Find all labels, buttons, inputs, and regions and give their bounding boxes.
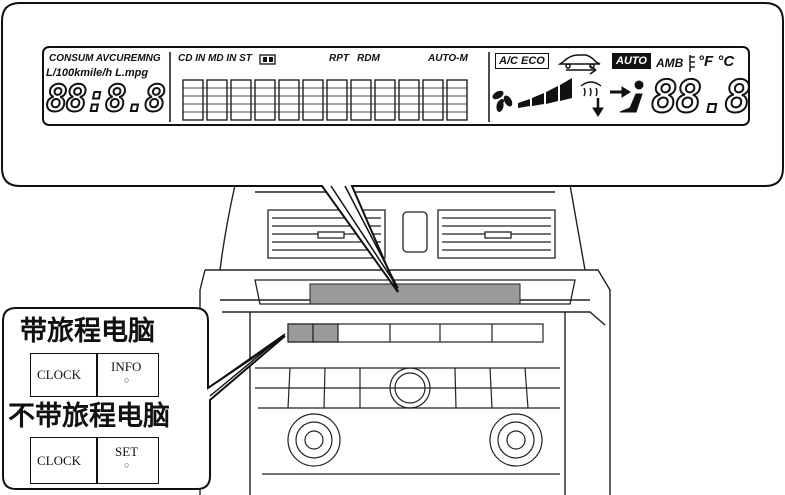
clock-button-top-label: CLOCK — [37, 367, 82, 382]
right-vent — [437, 209, 556, 259]
console-outline — [199, 184, 611, 495]
clock-button-bottom: CLOCK — [30, 437, 98, 484]
tape-icon — [259, 54, 276, 65]
fan-speed-bar-icon — [518, 78, 572, 108]
set-button-dot-icon: ○ — [124, 460, 130, 470]
hazard-switch — [402, 211, 428, 253]
units-label: L/100kmile/h L.mpg — [46, 67, 149, 79]
consum-label: CONSUM AVCUREMNG — [49, 53, 161, 64]
ac-eco-indicator: A/C ECO — [495, 53, 549, 69]
amb-label: AMB — [656, 56, 684, 70]
dot-matrix-segments — [182, 79, 468, 121]
temp-units-label: °F °C — [698, 53, 735, 70]
clock-button-bottom-label: CLOCK — [37, 453, 82, 468]
set-button-label: SET — [115, 444, 139, 459]
airflow-mode-icon — [592, 80, 644, 117]
source-labels: CD IN MD IN ST — [178, 53, 252, 64]
clock-button-top: CLOCK — [30, 353, 98, 397]
recirculation-icon — [557, 54, 601, 75]
without-trip-computer-title: 不带旅程电脑 — [8, 401, 170, 432]
button-strip — [287, 323, 544, 343]
dot-matrix-grid — [183, 87, 467, 113]
display-slot — [254, 279, 576, 305]
auto-m-label: AUTO-M — [428, 53, 468, 64]
set-button: SET ○ — [96, 437, 159, 484]
info-button-label: INFO — [111, 359, 142, 374]
info-button: INFO ○ — [96, 353, 159, 397]
info-button-dot-icon: ○ — [124, 375, 130, 385]
rpt-label: RPT — [329, 53, 349, 64]
thermometer-icon — [689, 55, 695, 72]
fan-icon — [492, 90, 513, 112]
rdm-label: RDM — [357, 53, 380, 64]
auto-indicator: AUTO — [612, 53, 651, 69]
left-digits: 88:8.8 — [45, 79, 167, 120]
defrost-icon — [580, 81, 602, 97]
with-trip-computer-title: 带旅程电脑 — [20, 316, 155, 347]
right-digits: 88.8 — [650, 72, 752, 123]
audio-panel — [255, 367, 560, 475]
